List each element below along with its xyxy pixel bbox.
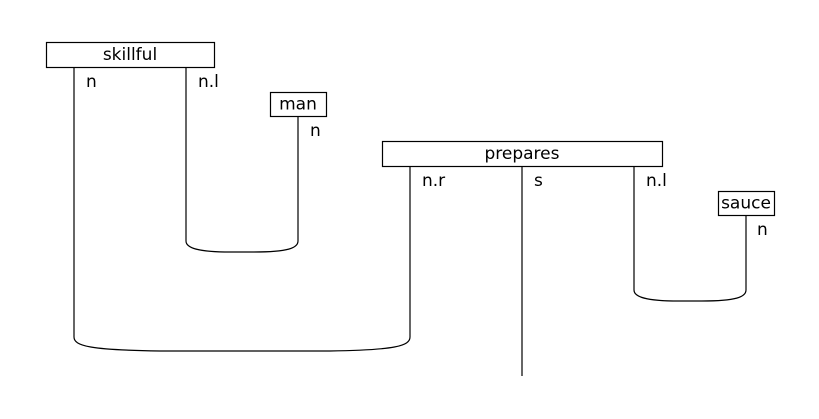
type-label-prepares-s: s [534, 171, 543, 191]
cup-wire-skillful-n-to-prepares-nr [73, 67, 411, 352]
box-skillful: skillful [45, 41, 216, 69]
type-label-prepares-nr: n.r [422, 171, 445, 191]
type-label-skillful-n: n [86, 72, 97, 92]
box-prepares-label: prepares [484, 144, 559, 164]
box-man-label: man [279, 95, 317, 115]
box-man: man [269, 91, 328, 118]
cup-wire-skillful-nl-to-man-n [185, 67, 299, 253]
box-prepares: prepares [381, 140, 664, 168]
box-skillful-label: skillful [103, 45, 157, 65]
type-label-sauce-n: n [757, 220, 768, 240]
box-sauce-label: sauce [721, 194, 771, 214]
type-label-man-n: n [310, 121, 321, 141]
type-label-prepares-nl: n.l [646, 171, 667, 191]
box-sauce: sauce [717, 190, 776, 217]
cup-wire-prepares-nl-to-sauce-n [633, 166, 747, 302]
type-label-skillful-nl: n.l [198, 72, 219, 92]
